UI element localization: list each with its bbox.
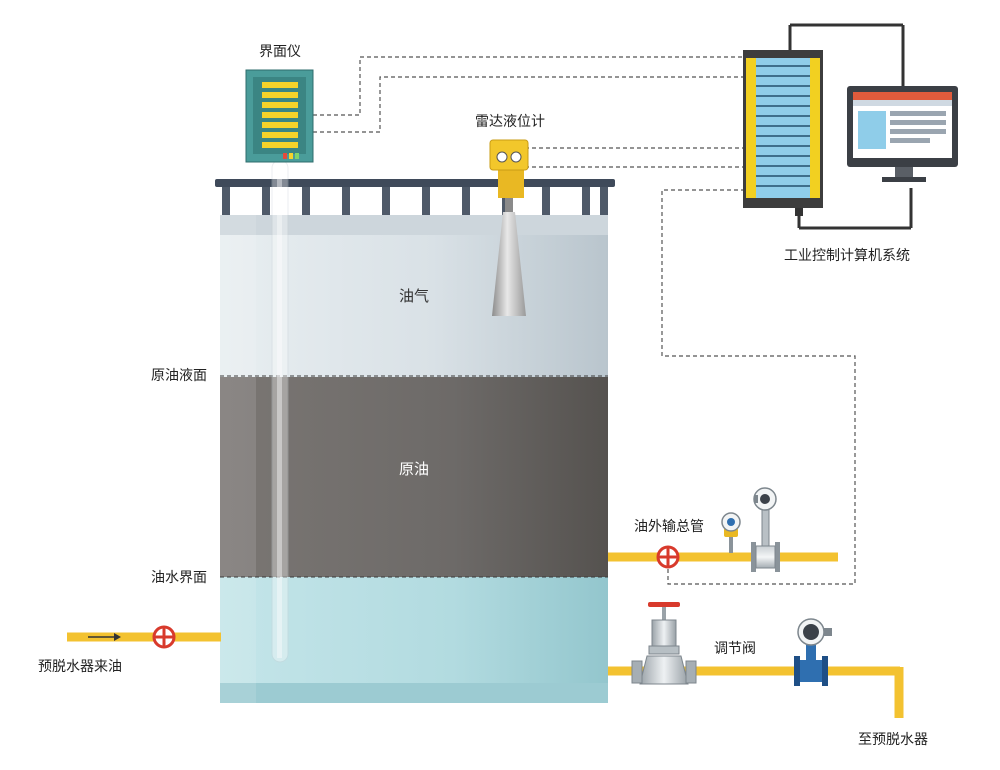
crude-oil-label: 原油 (399, 460, 429, 478)
oil-water-interface-label: 油水界面 (151, 570, 207, 586)
industrial-control-computer-label: 工业控制计算机系统 (784, 248, 910, 264)
interface-meter-probe (271, 159, 289, 663)
interface-meter-label: 界面仪 (259, 44, 301, 60)
inlet-pipe (67, 632, 221, 642)
storage-tank (220, 215, 608, 703)
water-layer (220, 577, 608, 703)
radar-antenna-horn (492, 212, 526, 316)
ball-valve-icon (152, 625, 176, 649)
radar-level-meter-label: 雷达液位计 (475, 114, 545, 130)
signal-lines (313, 56, 856, 585)
gate-valve-icon (631, 602, 697, 685)
tank-highlight (220, 215, 256, 703)
crude-oil-layer (220, 377, 608, 577)
tank-bottom-band (220, 683, 608, 703)
crude-oil-level-label: 原油液面 (151, 368, 207, 384)
oil-gas-layer (220, 215, 608, 377)
pressure-transmitter-icon (721, 512, 741, 553)
radar-level-meter-icon (489, 139, 529, 316)
signal-line-to-export-valve (661, 189, 856, 585)
control-cabinet-icon (743, 23, 913, 230)
interface-meter-icon (245, 69, 314, 163)
control-valve-label: 调节阀 (714, 641, 756, 657)
ball-valve-icon (656, 545, 680, 569)
inlet-from-predehydrator-label: 预脱水器来油 (38, 659, 122, 675)
flow-arrow-icon (88, 633, 121, 641)
flow-meter-icon (794, 618, 832, 686)
oil-gas-label: 油气 (399, 287, 429, 305)
to-predehydrator-label: 至预脱水器 (858, 732, 928, 748)
signal-line-interface-meter-1 (313, 56, 745, 116)
oil-export-main-pipe-label: 油外输总管 (634, 519, 704, 535)
signal-line-interface-meter-2 (313, 76, 745, 133)
flow-meter-icon (751, 487, 780, 572)
monitor-icon (847, 86, 958, 182)
